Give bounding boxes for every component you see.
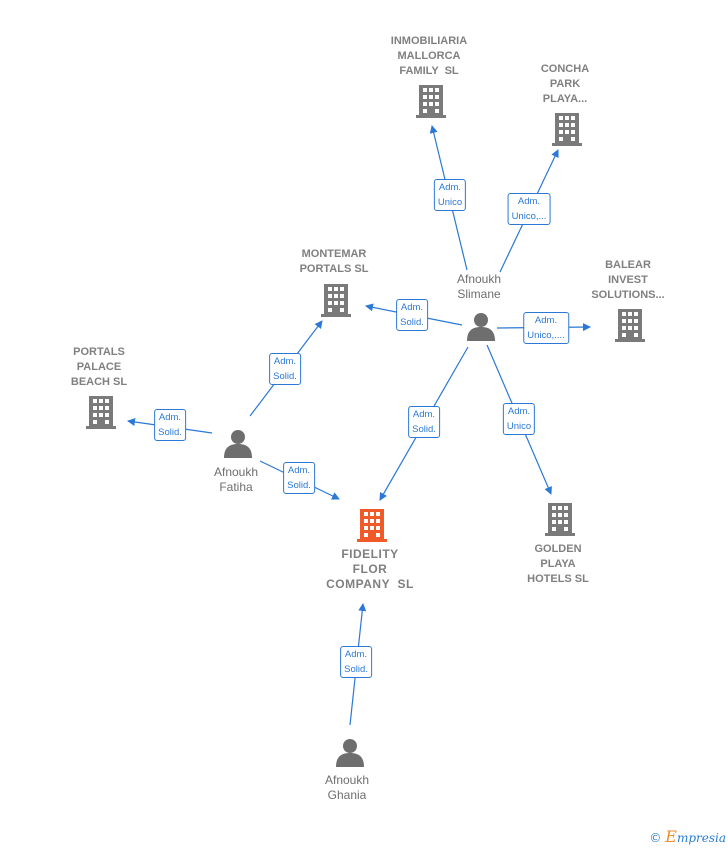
company-label-golden[interactable]: GOLDEN PLAYA HOTELS SL [527, 543, 589, 585]
person-label-ghania[interactable]: Afnoukh Ghania [324, 773, 370, 802]
edge-label-slimane-concha: Adm. Unico,... [507, 193, 551, 225]
edge-label-fatiha-fidelity: Adm. Solid. [283, 462, 315, 494]
building-icon[interactable] [86, 396, 116, 429]
company-label-fidelity[interactable]: FIDELITY FLOR COMPANY SL [326, 547, 414, 591]
company-label-portals[interactable]: PORTALS PALACE BEACH SL [70, 346, 128, 388]
building-icon[interactable] [552, 113, 582, 146]
building-icon[interactable] [321, 284, 351, 317]
edge-label-fatiha-portals: Adm. Solid. [154, 409, 186, 441]
edge-label-ghania-fidelity: Adm. Solid. [340, 646, 372, 678]
person-icon[interactable] [224, 430, 252, 458]
copyright-symbol: © [649, 831, 662, 845]
person-label-slimane[interactable]: Afnoukh Slimane [456, 272, 502, 301]
person-icon[interactable] [467, 313, 495, 341]
building-icon[interactable] [357, 509, 387, 542]
edge-label-fatiha-montemar: Adm. Solid. [269, 353, 301, 385]
edge-label-slimane-golden: Adm. Unico [502, 403, 536, 435]
company-label-balear[interactable]: BALEAR INVEST SOLUTIONS... [591, 259, 665, 301]
building-icon[interactable] [615, 309, 645, 342]
edge-label-slimane-montemar: Adm. Solid. [396, 299, 428, 331]
edge-label-slimane-fidelity: Adm. Solid. [408, 406, 440, 438]
empresia-logo[interactable]: © Empresia [649, 827, 726, 846]
company-label-inmobiliaria[interactable]: INMOBILIARIA MALLORCA FAMILY SL [390, 35, 468, 77]
brand-initial: E [665, 827, 677, 846]
company-label-montemar[interactable]: MONTEMAR PORTALS SL [299, 248, 369, 275]
brand-name: mpresia [676, 831, 726, 845]
edge-label-slimane-balear: Adm. Unico,.... [523, 312, 569, 344]
company-label-concha[interactable]: CONCHA PARK PLAYA... [540, 63, 590, 105]
person-icon[interactable] [336, 739, 364, 767]
building-icon[interactable] [416, 85, 446, 118]
edge-label-slimane-inmobiliaria: Adm. Unico [433, 179, 467, 211]
person-label-fatiha[interactable]: Afnoukh Fatiha [213, 465, 259, 494]
building-icon[interactable] [545, 503, 575, 536]
